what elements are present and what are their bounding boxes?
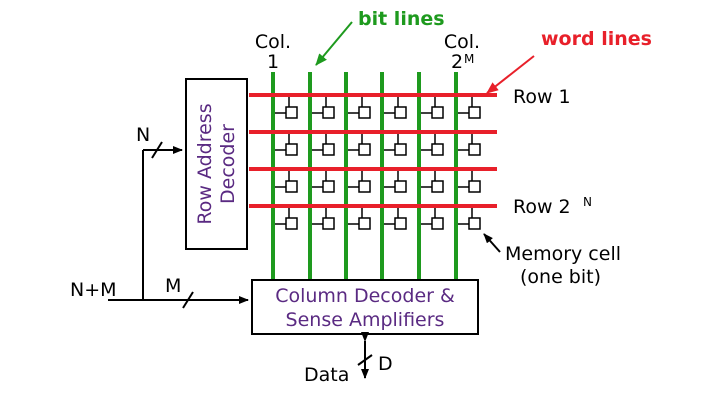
column-decoder-label-1: Column Decoder & (275, 285, 455, 307)
memory-cell-label-2: (one bit) (520, 266, 601, 288)
memory-cell (419, 169, 444, 193)
memory-cell (310, 95, 335, 119)
n-bus-slash (151, 141, 163, 159)
memory-cell (419, 95, 444, 119)
word-lines-arrow (486, 55, 535, 94)
memory-cell (456, 206, 481, 230)
col1-number: 1 (267, 51, 279, 73)
memory-cell (346, 95, 371, 119)
memory-cell (273, 132, 298, 156)
n-label: N (136, 124, 150, 146)
memory-cell (310, 132, 335, 156)
row-decoder-label-2: Decoder (217, 124, 239, 204)
data-bus-slash (357, 354, 373, 366)
d-label: D (378, 353, 393, 375)
memory-cell (346, 206, 371, 230)
row1-label: Row 1 (513, 86, 571, 108)
memory-cell (346, 169, 371, 193)
row-address-decoder-box (185, 78, 248, 250)
memory-cell-arrow (483, 233, 501, 253)
data-label: Data (304, 364, 349, 386)
memory-cell (273, 95, 298, 119)
memory-cell (419, 206, 444, 230)
col2m-label: Col. (444, 31, 480, 53)
row2n-label: Row 2 (513, 196, 571, 218)
memory-cell (310, 169, 335, 193)
n-plus-m-label: N+M (70, 279, 117, 301)
bit-lines-label: bit lines (358, 8, 445, 30)
col1-label: Col. (255, 31, 291, 53)
memory-cell (310, 206, 335, 230)
memory-cell-label-1: Memory cell (505, 243, 621, 265)
memory-cell (346, 132, 371, 156)
col2m-superscript: M (464, 52, 474, 66)
row2n-superscript: N (583, 195, 592, 209)
m-bus-slash (182, 291, 194, 309)
memory-cell (419, 132, 444, 156)
memory-cell (456, 95, 481, 119)
column-decoder-label-2: Sense Amplifiers (286, 309, 445, 331)
word-lines-label: word lines (541, 28, 652, 50)
memory-cell (456, 132, 481, 156)
memory-cell (456, 169, 481, 193)
memory-cell (273, 169, 298, 193)
memory-cell-grid (273, 95, 481, 230)
row-decoder-label-1: Row Address (194, 103, 216, 224)
bit-lines-arrow (315, 21, 353, 66)
memory-cell (382, 206, 407, 230)
memory-cell (382, 95, 407, 119)
m-label: M (165, 275, 181, 297)
memory-cell (273, 206, 298, 230)
bit-lines (271, 72, 458, 280)
col2m-number: 2 (451, 51, 463, 73)
word-lines (249, 93, 497, 208)
column-decoder-box (251, 279, 479, 335)
memory-cell (382, 132, 407, 156)
memory-cell (382, 169, 407, 193)
